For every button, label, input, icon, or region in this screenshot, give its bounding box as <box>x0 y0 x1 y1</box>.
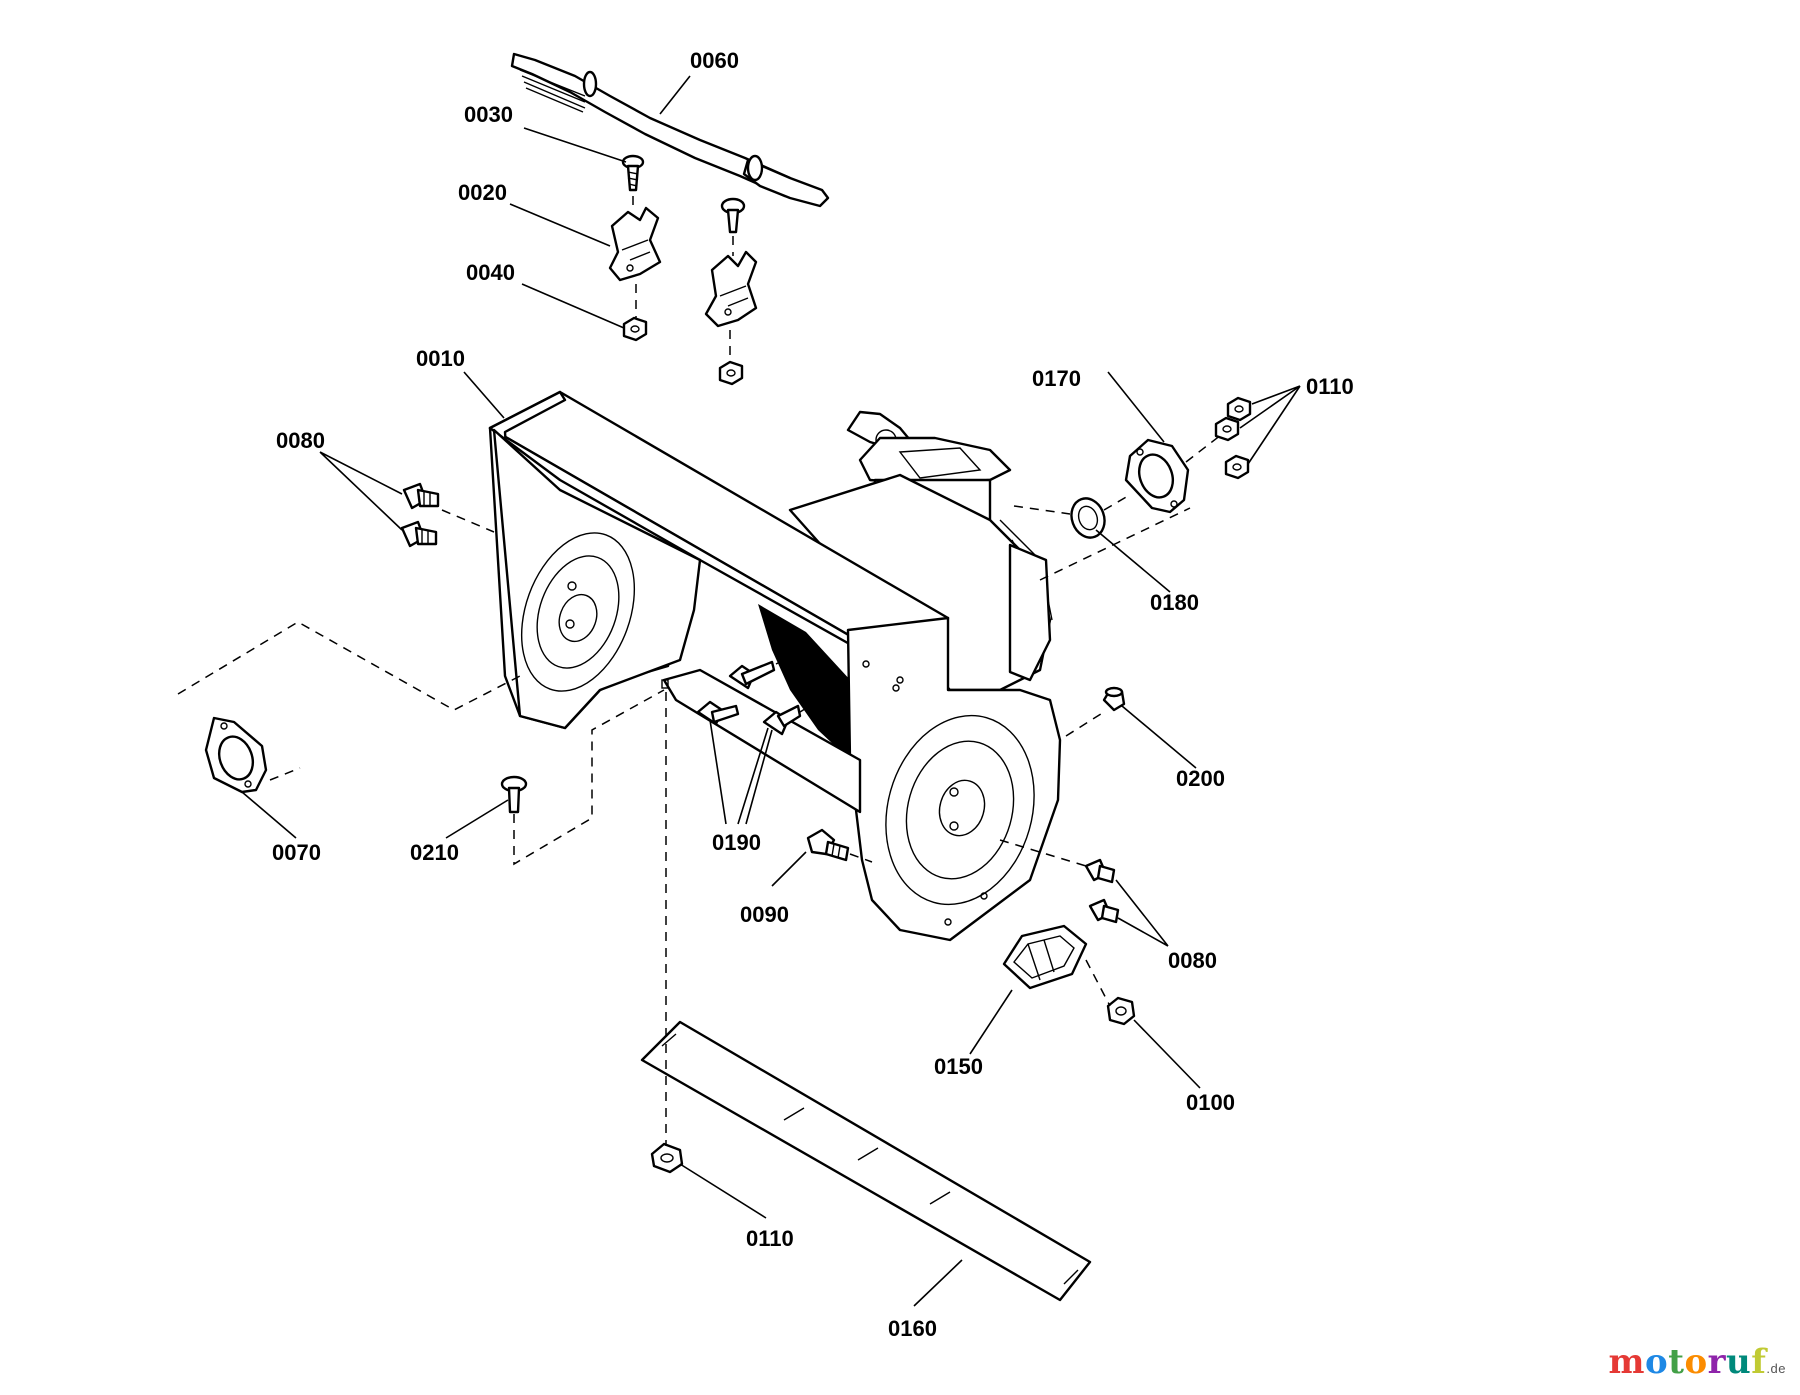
label-0160: 0160 <box>888 1316 937 1341</box>
label-0060: 0060 <box>690 48 739 73</box>
callout-labels: 0060 0030 0020 0040 0010 0080 0170 0110 … <box>272 48 1354 1341</box>
label-0150: 0150 <box>934 1054 983 1079</box>
label-0080-right: 0080 <box>1168 948 1217 973</box>
logo-letter: o <box>1645 1342 1669 1382</box>
leader-lines <box>241 75 1301 1307</box>
label-0040: 0040 <box>466 260 515 285</box>
label-0200: 0200 <box>1176 766 1225 791</box>
logo-tld: .de <box>1766 1361 1786 1376</box>
bearing-flange-0170-icon <box>1124 438 1190 514</box>
shave-plate-0160 <box>640 1020 1092 1302</box>
carriage-bolt-0190-icon <box>728 651 801 690</box>
hex-nut-0110d-icon <box>650 1142 684 1174</box>
logo-letter: u <box>1726 1342 1752 1382</box>
hex-nut-0110c-icon <box>1224 454 1250 480</box>
hex-bolt-0080d-icon <box>1088 898 1120 924</box>
label-0190: 0190 <box>712 830 761 855</box>
bearing-0180-icon <box>1070 497 1106 539</box>
flange-bolt-0090-icon <box>806 828 850 862</box>
label-0110-top: 0110 <box>1306 374 1354 399</box>
label-0080-left: 0080 <box>276 428 325 453</box>
chute-clip-bracket-2-icon <box>704 250 758 328</box>
hex-bolt-0080c-icon <box>1084 858 1116 884</box>
carriage-bolt-icon <box>720 197 746 234</box>
carriage-bolt-0190c-icon <box>762 695 827 736</box>
chute-clip-bracket-icon <box>608 206 662 282</box>
hex-nut-0110a-icon <box>1226 396 1252 422</box>
logo-letter: m <box>1608 1342 1646 1382</box>
hex-bolt-0080-icon <box>402 482 440 510</box>
hex-nut-0040-icon <box>622 316 648 342</box>
plug-0200-icon <box>1102 686 1126 712</box>
logo-letter: f <box>1751 1342 1767 1382</box>
motoruf-logo: motoruf.de <box>1609 1342 1786 1382</box>
label-0180: 0180 <box>1150 590 1199 615</box>
logo-letter: t <box>1668 1342 1685 1382</box>
label-0210: 0210 <box>410 840 459 865</box>
label-0070: 0070 <box>272 840 321 865</box>
logo-letter: o <box>1684 1342 1708 1382</box>
bearing-flange-0070-icon <box>204 716 268 794</box>
logo-wordmark: motoruf <box>1609 1342 1767 1382</box>
screw-0030-icon <box>621 154 645 192</box>
label-0170: 0170 <box>1032 366 1081 391</box>
label-0030: 0030 <box>464 102 513 127</box>
auger-housing <box>488 390 1062 942</box>
hex-nut-icon <box>718 360 744 386</box>
oval-seal-0150-icon <box>1002 924 1088 990</box>
hex-nut-0100-icon <box>1106 996 1136 1026</box>
carriage-bolt-0210-icon <box>500 775 528 814</box>
chute-crank-rod <box>510 52 830 208</box>
carriage-bolt-0190b-icon <box>696 700 740 726</box>
label-0020: 0020 <box>458 180 507 205</box>
label-0010: 0010 <box>416 346 465 371</box>
label-0100: 0100 <box>1186 1090 1235 1115</box>
hex-nut-0110b-icon <box>1214 416 1240 442</box>
hex-bolt-0080b-icon <box>400 520 438 548</box>
label-0090: 0090 <box>740 902 789 927</box>
logo-letter: r <box>1707 1342 1727 1382</box>
label-0110-bottom: 0110 <box>746 1226 794 1251</box>
